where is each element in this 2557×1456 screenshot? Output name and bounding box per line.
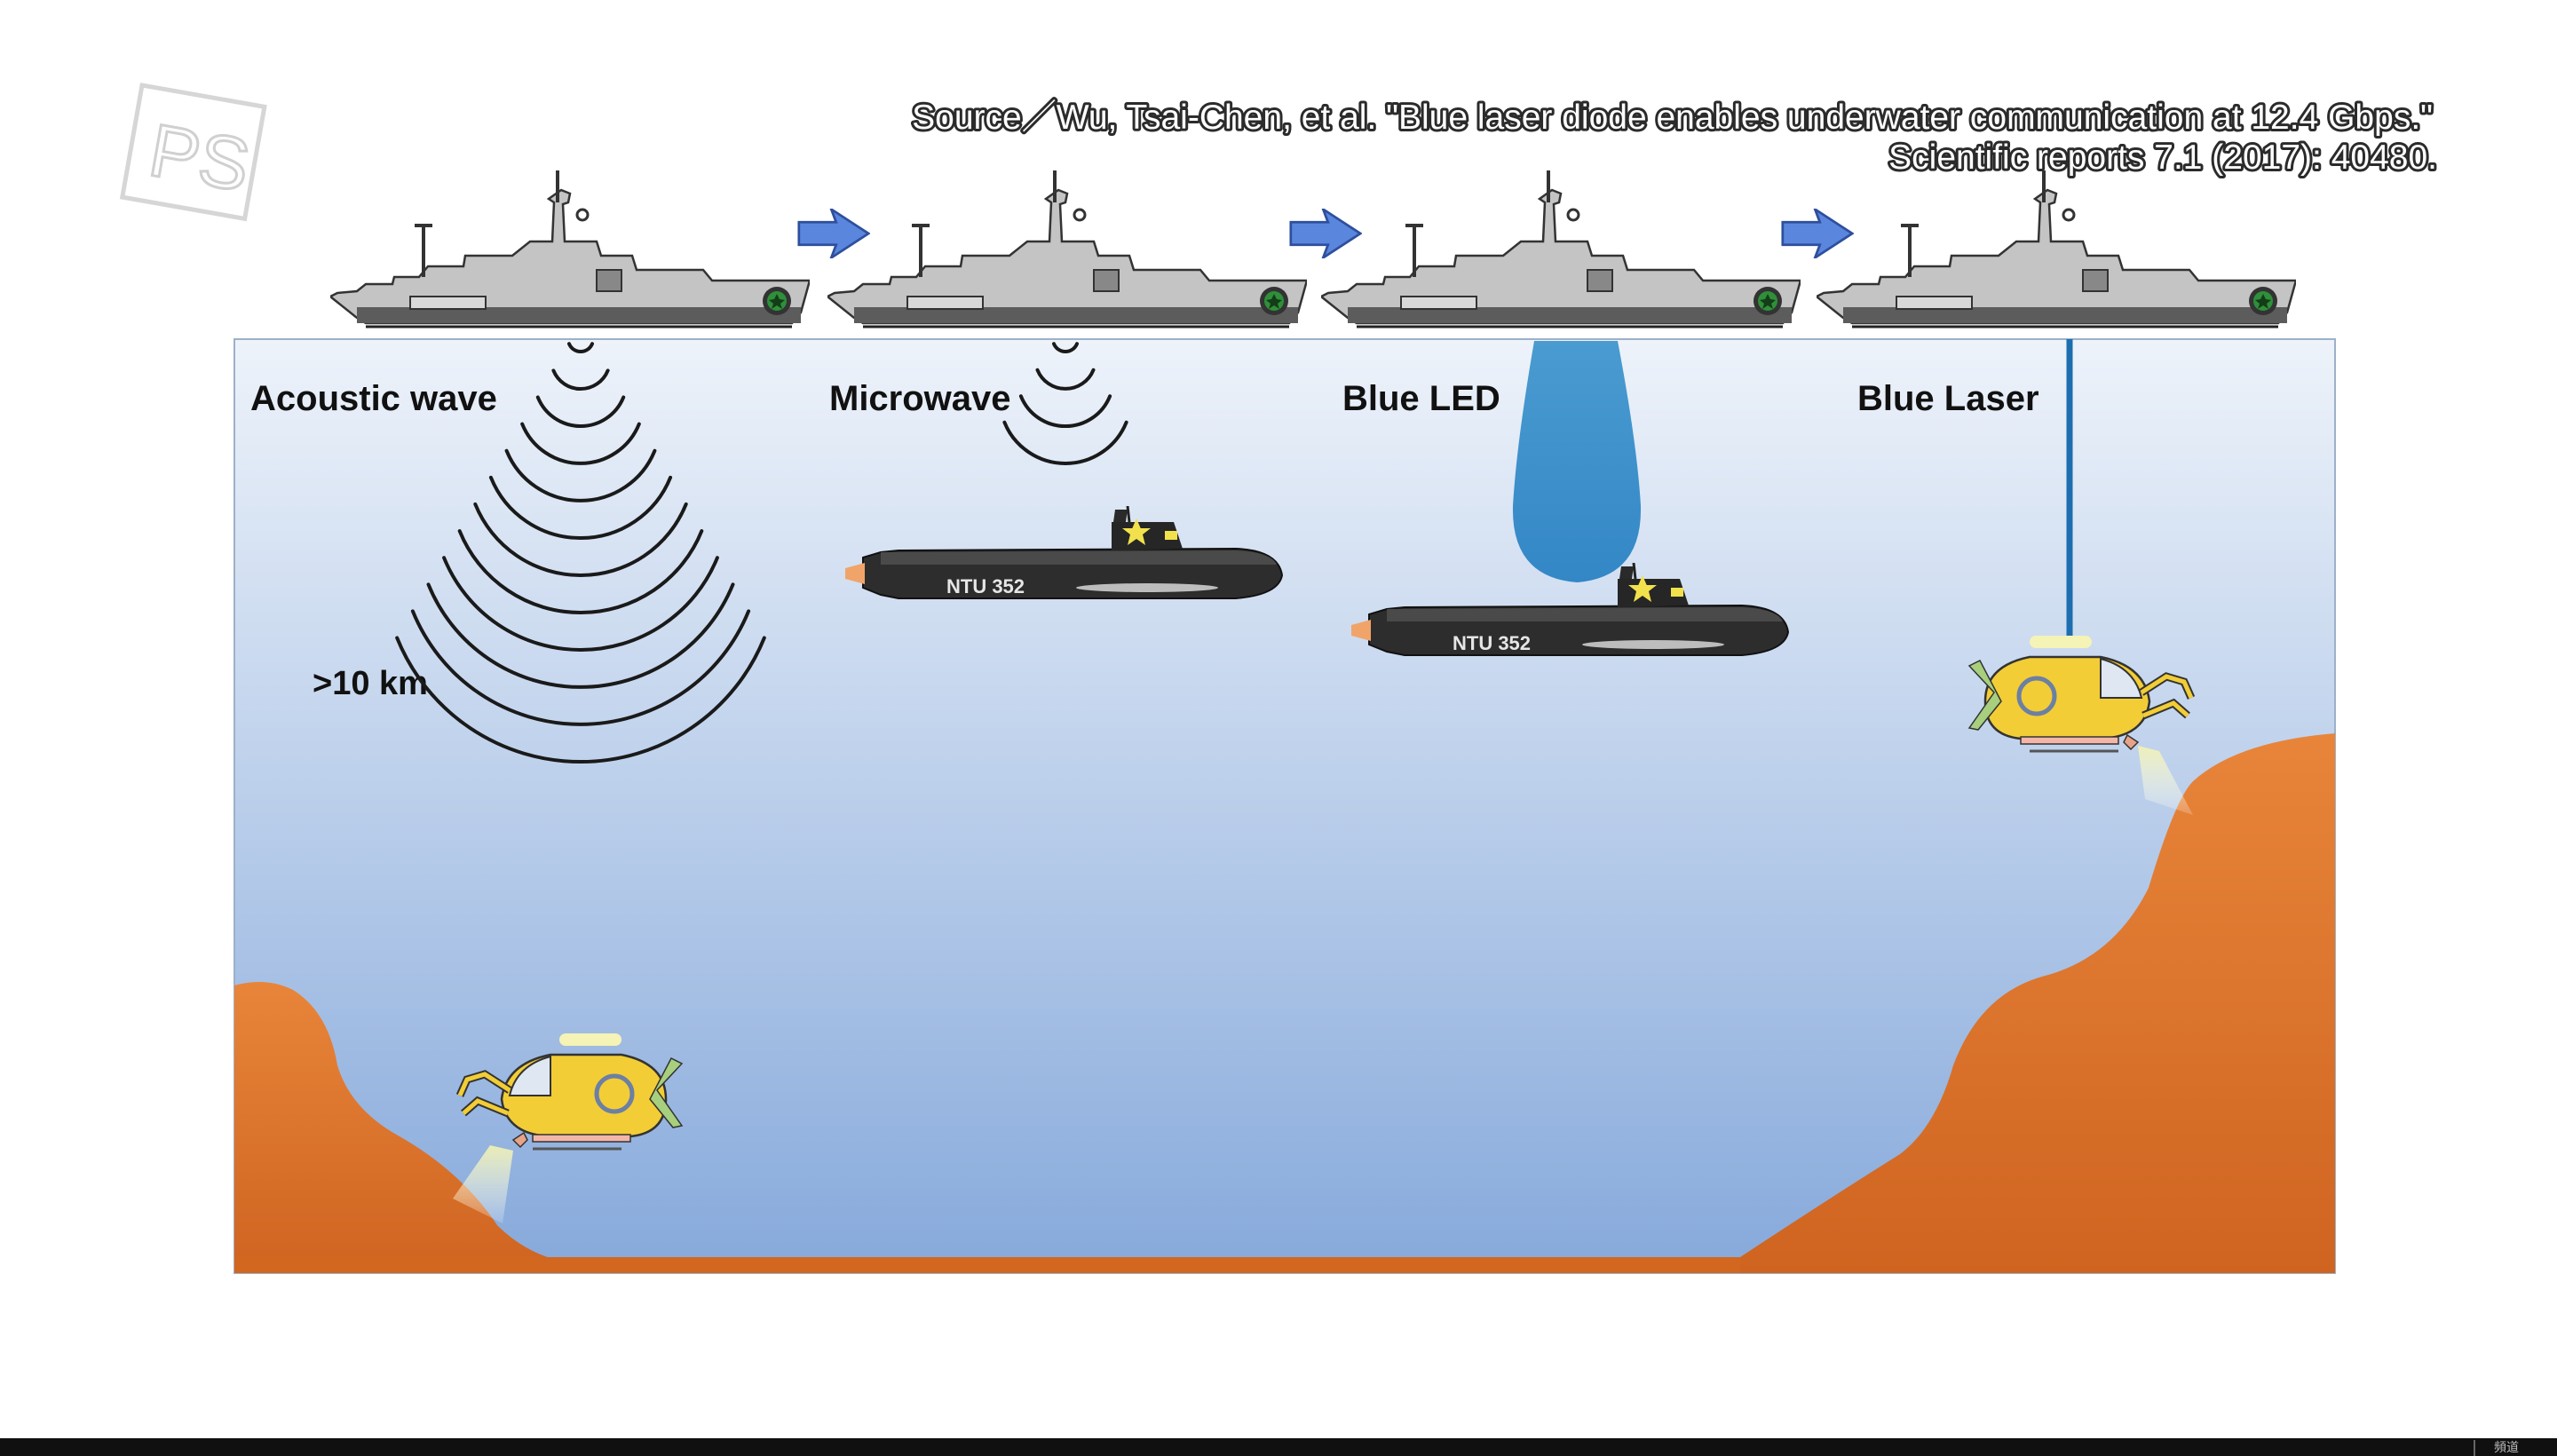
ship-icon bbox=[827, 170, 1307, 328]
submarine-hull-label: NTU 352 bbox=[946, 575, 1025, 597]
acoustic-wave-arc bbox=[567, 342, 594, 353]
label-blue-laser: Blue Laser bbox=[1857, 379, 2039, 418]
acoustic-wave-arc bbox=[395, 636, 766, 764]
source-line-1: Source／Wu, Tsai-Chen, et al. "Blue laser… bbox=[912, 99, 2433, 137]
label-distance: >10 km bbox=[313, 665, 428, 702]
arrow-right-icon bbox=[1289, 209, 1362, 258]
ship-icon bbox=[330, 170, 810, 328]
microwave-arc bbox=[1002, 420, 1128, 465]
ship-icon bbox=[1817, 170, 2296, 328]
star-icon bbox=[1122, 518, 1151, 545]
seabed-right bbox=[1740, 733, 2335, 1273]
watermark-text: PS bbox=[144, 107, 257, 207]
acoustic-wave-arc bbox=[473, 502, 688, 577]
mini-submersible-icon bbox=[453, 1033, 682, 1223]
label-blue-led: Blue LED bbox=[1342, 379, 1500, 418]
bottom-bar bbox=[0, 1438, 2557, 1456]
acoustic-wave-arc bbox=[410, 609, 751, 726]
acoustic-wave-arc bbox=[426, 582, 735, 689]
ship-icon bbox=[1321, 170, 1801, 328]
source-line-2: Scientific reports 7.1 (2017): 40480. bbox=[1888, 138, 2437, 177]
acoustic-wave-arcs bbox=[395, 342, 766, 764]
arrow-right-icon bbox=[797, 209, 870, 258]
led-light-cone bbox=[1512, 341, 1642, 582]
microwave-arc bbox=[1035, 368, 1096, 391]
ps-logo-icon: PS bbox=[119, 83, 267, 222]
microwave-arcs bbox=[1002, 342, 1128, 465]
acoustic-wave-arc bbox=[520, 422, 641, 465]
arrow-right-icon bbox=[1781, 209, 1854, 258]
submarine-icon: NTU 352 bbox=[845, 506, 1284, 600]
headlight-beam bbox=[2138, 746, 2193, 815]
microwave-arc bbox=[1018, 394, 1112, 428]
label-acoustic-wave: Acoustic wave bbox=[250, 379, 497, 418]
headlight-beam bbox=[453, 1145, 513, 1223]
acoustic-wave-arc bbox=[504, 448, 657, 502]
star-icon bbox=[1628, 575, 1657, 602]
mini-submersible-icon bbox=[1969, 636, 2193, 815]
acoustic-wave-arc bbox=[488, 475, 673, 541]
submarine-icon: NTU 352 bbox=[1351, 563, 1790, 657]
microwave-arc bbox=[1052, 342, 1079, 353]
acoustic-wave-arc bbox=[535, 395, 626, 428]
acoustic-wave-arc bbox=[551, 368, 610, 391]
acoustic-wave-arc bbox=[457, 529, 704, 614]
corner-tag: 頻道 bbox=[2474, 1440, 2537, 1456]
label-microwave: Microwave bbox=[829, 379, 1011, 418]
acoustic-wave-arc bbox=[442, 556, 719, 652]
submarine-hull-label: NTU 352 bbox=[1453, 632, 1531, 654]
